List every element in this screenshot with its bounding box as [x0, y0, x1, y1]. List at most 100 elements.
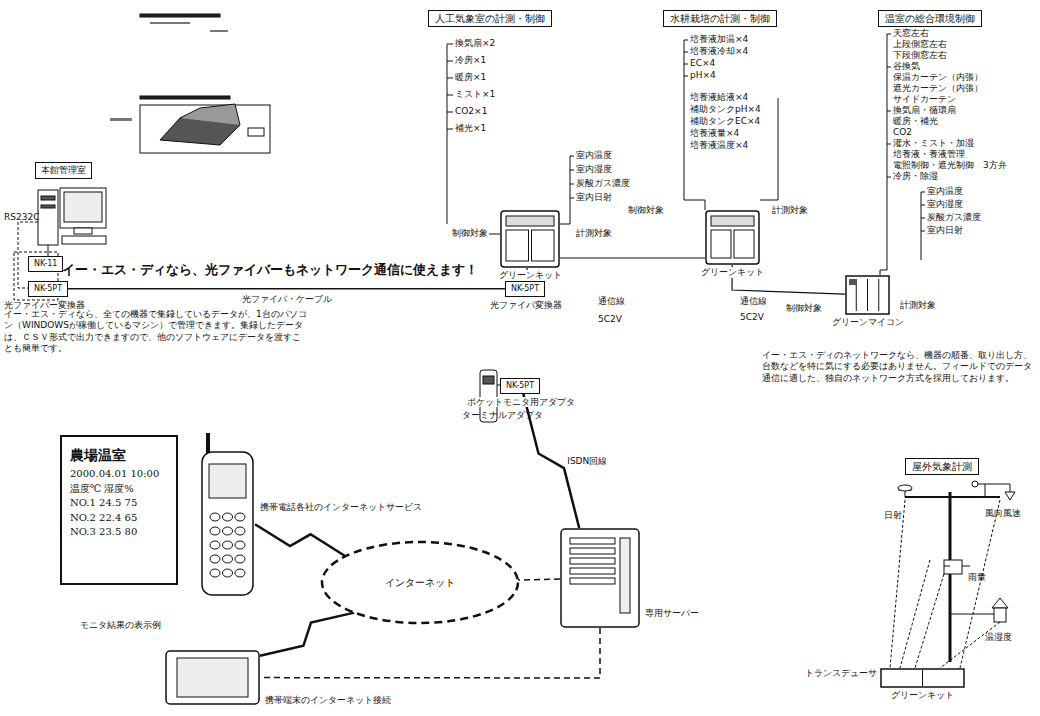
device-box: NK-5PT光ファイバ変換器 — [505, 281, 545, 297]
device-box: NK-11 — [28, 256, 63, 272]
label: pH×4 — [690, 70, 716, 81]
label: 補助タンクpH×4 — [690, 104, 761, 115]
label: 暖房・補光 — [893, 116, 938, 127]
node-text: 屋外気象計測 — [912, 460, 972, 473]
note-text: イー・エス・ディのネットワークなら、機器の順番、取り出し方、台数などを特に気にす… — [762, 350, 1037, 384]
label: 5C2V — [740, 312, 764, 323]
display-screen: 農場温室 2000.04.01 10:00温度℃ 湿度%NO.1 24.5 75 N… — [60, 435, 178, 585]
label: ターミナルアダプタ — [462, 410, 543, 421]
node-text: 本館管理室 — [41, 165, 86, 176]
label: 室内温度 — [576, 150, 612, 161]
label: 換気扇×2 — [455, 38, 495, 49]
label: モニタ結果の表示例 — [80, 620, 161, 631]
screen-line: NO.1 24.5 75 — [70, 496, 168, 511]
label: 5C2V — [598, 314, 622, 325]
decor — [110, 14, 270, 153]
label: 室内湿度 — [927, 199, 963, 210]
label: 炭酸ガス濃度 — [576, 178, 630, 189]
device-caption: ポケットモニタ用アダプタ — [467, 397, 575, 408]
label: 下段側窓左右 — [893, 50, 947, 61]
kit-node: グリーンキット — [705, 210, 760, 265]
connector-label: ISDN回線 — [565, 455, 609, 468]
node-text: NK-5PT — [506, 381, 534, 391]
label: 電照制御・遮光制御 3方弁 — [893, 160, 1007, 171]
kit-drawing — [705, 210, 760, 265]
label: 補光×1 — [455, 123, 486, 134]
phone-drawing — [200, 432, 255, 597]
label: 冷房×1 — [455, 55, 486, 66]
label: 谷換気 — [893, 61, 920, 72]
label: 室内日射 — [576, 192, 612, 203]
okit-drawing — [880, 668, 965, 688]
label: 天窓左右 — [893, 28, 929, 39]
label: 計測対象 — [772, 205, 808, 216]
okit-node: グリーンキット — [880, 668, 965, 688]
phone-node: 携帯電話各社のインターネットサービス — [200, 432, 255, 597]
server-drawing — [560, 528, 640, 628]
pda-drawing — [165, 650, 260, 705]
node-text: 温室の総合環境制御 — [885, 12, 975, 25]
label: 上段側窓左右 — [893, 39, 947, 50]
pda-node: 携帯端末のインターネット接続 — [165, 650, 260, 705]
label: 培養液加温×4 — [690, 34, 748, 45]
device-box: NK-5PT — [28, 281, 68, 297]
screen-line: NO.3 23.5 80 — [70, 525, 168, 540]
section-header-box: 温室の総合環境制御 — [878, 10, 982, 27]
cable-line — [68, 288, 505, 290]
wireless-link — [260, 613, 354, 656]
label: EC×4 — [690, 58, 715, 69]
node-text: NK-5PT — [511, 284, 539, 294]
kit-drawing — [500, 210, 560, 268]
cable-line — [560, 257, 705, 258]
ellipse-node: インターネット — [320, 540, 520, 625]
label: 培養液温度×4 — [690, 140, 748, 151]
label: 換気扇・循環扇 — [893, 105, 956, 116]
label: CO2 — [893, 127, 912, 138]
connector-label: 光ファイバ・ケーブル — [240, 293, 334, 306]
screen-line: 温度℃ 湿度% — [70, 482, 168, 497]
label: 暖房×1 — [455, 72, 486, 83]
label: 補助タンクEC×4 — [690, 116, 760, 127]
device-caption: グリーンキット — [891, 690, 954, 701]
device-caption: グリーンキット — [499, 270, 562, 281]
label: トランスデューサ — [805, 668, 877, 679]
device-caption: 携帯電話各社のインターネットサービス — [260, 502, 422, 513]
label: 培養液量×4 — [690, 128, 739, 139]
micon-drawing — [845, 275, 890, 315]
label: サイドカーテン — [893, 94, 956, 105]
kit-node: グリーンキット — [500, 210, 560, 268]
label: 通信線 — [598, 296, 625, 307]
device-caption: グリーンマイコン — [832, 317, 904, 328]
dashed-connection — [260, 628, 600, 678]
label: 日射 — [884, 510, 902, 521]
label: CO2×1 — [455, 106, 487, 117]
label: RS232C — [4, 212, 39, 223]
device-box: NK-5PTポケットモニタ用アダプタ — [500, 378, 540, 394]
label: 保温カーテン（内張） — [893, 72, 983, 83]
list-brackets — [447, 34, 925, 275]
device-box: 本館管理室 — [35, 162, 92, 179]
device-caption: 携帯端末のインターネット接続 — [265, 695, 391, 706]
node-text: 人工気象室の計測・制御 — [435, 12, 545, 25]
label: 計測対象 — [576, 228, 612, 239]
screen-line: 農場温室 — [70, 445, 168, 465]
wireless-link — [255, 524, 346, 556]
label: 室内日射 — [927, 225, 963, 236]
label: 制御対象 — [786, 303, 822, 314]
label: 室内温度 — [927, 186, 963, 197]
label: 培養液・養液管理 — [893, 149, 965, 160]
label: 風向風速 — [985, 508, 1021, 519]
section-header-box: 水耕栽培の計測・制御 — [663, 10, 777, 27]
label: ミスト×1 — [455, 89, 495, 100]
node-text: NK-5PT — [34, 284, 62, 294]
device-caption: グリーンキット — [701, 267, 764, 278]
screen-line: 2000.04.01 10:00 — [70, 467, 168, 482]
label: 炭酸ガス濃度 — [927, 212, 981, 223]
label: 冷房・除湿 — [893, 171, 938, 182]
label: 培養液冷却×4 — [690, 46, 748, 57]
label: 温湿度 — [985, 632, 1012, 643]
label: 遮光カーテン（内張） — [893, 83, 983, 94]
node-text: インターネット — [385, 576, 455, 590]
label: 灌水・ミスト・加湿 — [893, 138, 974, 149]
